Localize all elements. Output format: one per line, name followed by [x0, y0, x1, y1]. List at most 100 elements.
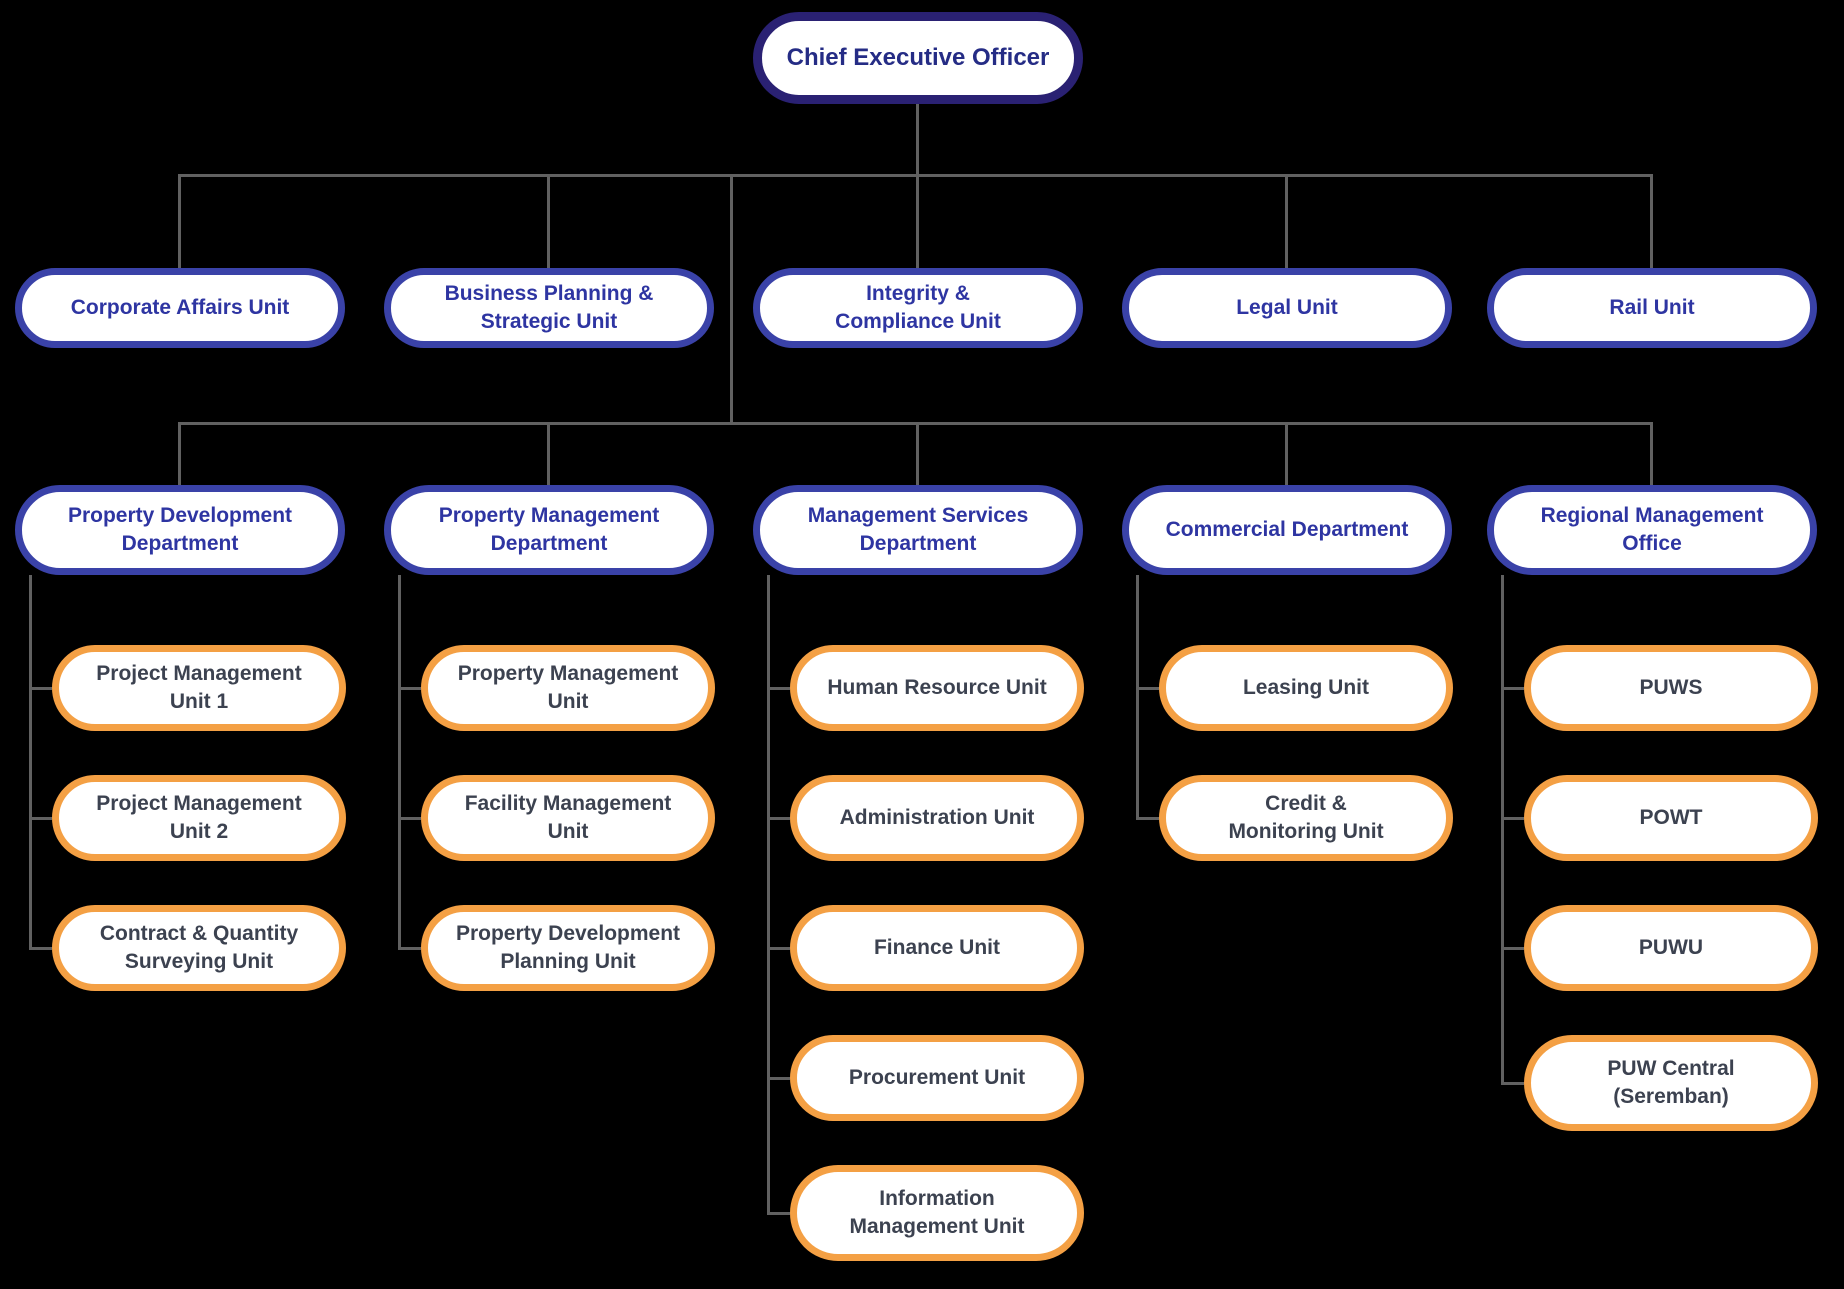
node-label-line1: Corporate Affairs Unit — [70, 296, 290, 320]
connector-stub-col2-row1 — [398, 687, 421, 690]
connector-spine-col2 — [398, 575, 401, 950]
node-label-line2: Unit — [547, 820, 589, 843]
connector-stub-col3-row4 — [767, 1077, 790, 1080]
node-label-line1: Project Management — [96, 662, 302, 686]
connector-stub-col1-row1 — [29, 687, 52, 690]
connector-spine-col5 — [1501, 575, 1504, 1085]
org-node-integrity-compliance-unit: Integrity &Compliance Unit — [753, 268, 1083, 348]
node-label-line2: Unit 2 — [169, 820, 229, 843]
org-node-administration-unit: Administration Unit — [790, 775, 1084, 861]
connector-unit-drop-3 — [916, 174, 919, 268]
node-label-line2: Department — [490, 532, 608, 555]
connector-spine-col1 — [29, 575, 32, 950]
connector-dept-drop-5 — [1650, 422, 1653, 485]
node-label-line1: Chief Executive Officer — [786, 44, 1050, 72]
connector-stub-col3-row1 — [767, 687, 790, 690]
org-node-puw-central-seremban: PUW Central (Seremban) — [1524, 1035, 1818, 1131]
node-label-line1: PUW Central — [1607, 1057, 1735, 1081]
connector-dept-drop-1 — [178, 422, 181, 485]
connector-unit-drop-1 — [178, 174, 181, 268]
node-label-line1: Finance Unit — [873, 936, 1000, 960]
node-label-line1: Property Development — [67, 504, 293, 528]
node-label-line1: POWT — [1639, 806, 1703, 830]
connector-tier2-trunk — [730, 174, 733, 425]
node-label-line1: Business Planning & — [444, 282, 654, 306]
org-node-human-resource-unit: Human Resource Unit — [790, 645, 1084, 731]
org-node-puws: PUWS — [1524, 645, 1818, 731]
node-label-line1: Property Management — [457, 662, 679, 686]
node-label-line1: Procurement Unit — [848, 1066, 1026, 1090]
node-label-line1: Property Development — [455, 922, 681, 946]
node-label-line1: Legal Unit — [1236, 296, 1338, 320]
connector-stub-col3-row2 — [767, 817, 790, 820]
org-node-business-planning-strategic-unit: Business Planning & Strategic Unit — [384, 268, 714, 348]
node-label-line2: Compliance Unit — [835, 310, 1001, 333]
node-label-line1: Property Management — [438, 504, 660, 528]
connector-stub-col1-row3 — [29, 947, 52, 950]
connector-stub-col5-row3 — [1501, 947, 1524, 950]
node-label-line1: Contract & Quantity — [99, 922, 299, 946]
connector-stub-col4-row2 — [1136, 817, 1159, 820]
node-label-line2: Strategic Unit — [480, 310, 618, 333]
connector-dept-drop-4 — [1285, 422, 1288, 485]
node-label-line2: (Seremban) — [1613, 1085, 1729, 1108]
node-label-line1: Project Management — [96, 792, 302, 816]
org-node-powt: POWT — [1524, 775, 1818, 861]
connector-stub-col1-row2 — [29, 817, 52, 820]
node-label-line2: Surveying Unit — [124, 950, 274, 973]
node-label-line1: Commercial Department — [1165, 518, 1409, 542]
connector-unit-drop-5 — [1650, 174, 1653, 268]
connector-stub-col3-row3 — [767, 947, 790, 950]
node-label-line2: Monitoring Unit — [1228, 820, 1384, 843]
node-label-line1: Facility Management — [464, 792, 672, 816]
org-node-procurement-unit: Procurement Unit — [790, 1035, 1084, 1121]
node-label-line1: Regional Management — [1540, 504, 1764, 528]
connector-stub-col4-row1 — [1136, 687, 1159, 690]
node-label-line2: Office — [1622, 532, 1682, 555]
connector-unit-drop-2 — [547, 174, 550, 268]
connector-spine-col3 — [767, 575, 770, 1215]
node-label-line1: Information — [879, 1187, 995, 1211]
org-node-legal-unit: Legal Unit — [1122, 268, 1452, 348]
connector-stub-col2-row3 — [398, 947, 421, 950]
node-label-line1: Management Services — [807, 504, 1029, 528]
node-label-line2: Department — [859, 532, 977, 555]
node-label-line2: Unit — [547, 690, 589, 713]
org-node-leasing-unit: Leasing Unit — [1159, 645, 1453, 731]
org-node-chief-executive-officer: Chief Executive Officer — [753, 12, 1083, 104]
node-label-line1: Leasing Unit — [1242, 676, 1369, 700]
connector-unit-drop-4 — [1285, 174, 1288, 268]
node-label-line1: PUWU — [1638, 936, 1704, 960]
connector-dept-drop-2 — [547, 422, 550, 485]
connector-stub-col3-row5 — [767, 1212, 790, 1215]
node-label-line2: Planning Unit — [500, 950, 636, 973]
connector-stub-col5-row1 — [1501, 687, 1524, 690]
org-node-rail-unit: Rail Unit — [1487, 268, 1817, 348]
node-label-line1: Administration Unit — [839, 806, 1035, 830]
node-label-line1: Human Resource Unit — [827, 676, 1047, 700]
connector-spine-col4 — [1136, 575, 1139, 820]
org-node-corporate-affairs-unit: Corporate Affairs Unit — [15, 268, 345, 348]
connector-stub-col5-row4 — [1501, 1082, 1524, 1085]
node-label-line1: Credit & — [1265, 792, 1347, 816]
node-label-line2: Unit 1 — [169, 690, 229, 713]
node-label-line2: Department — [121, 532, 239, 555]
connector-ceo-drop — [916, 104, 919, 175]
connector-stub-col5-row2 — [1501, 817, 1524, 820]
node-label-line1: Rail Unit — [1609, 296, 1695, 320]
connector-stub-col2-row2 — [398, 817, 421, 820]
node-label-line1: PUWS — [1639, 676, 1703, 700]
connector-dept-drop-3 — [916, 422, 919, 485]
